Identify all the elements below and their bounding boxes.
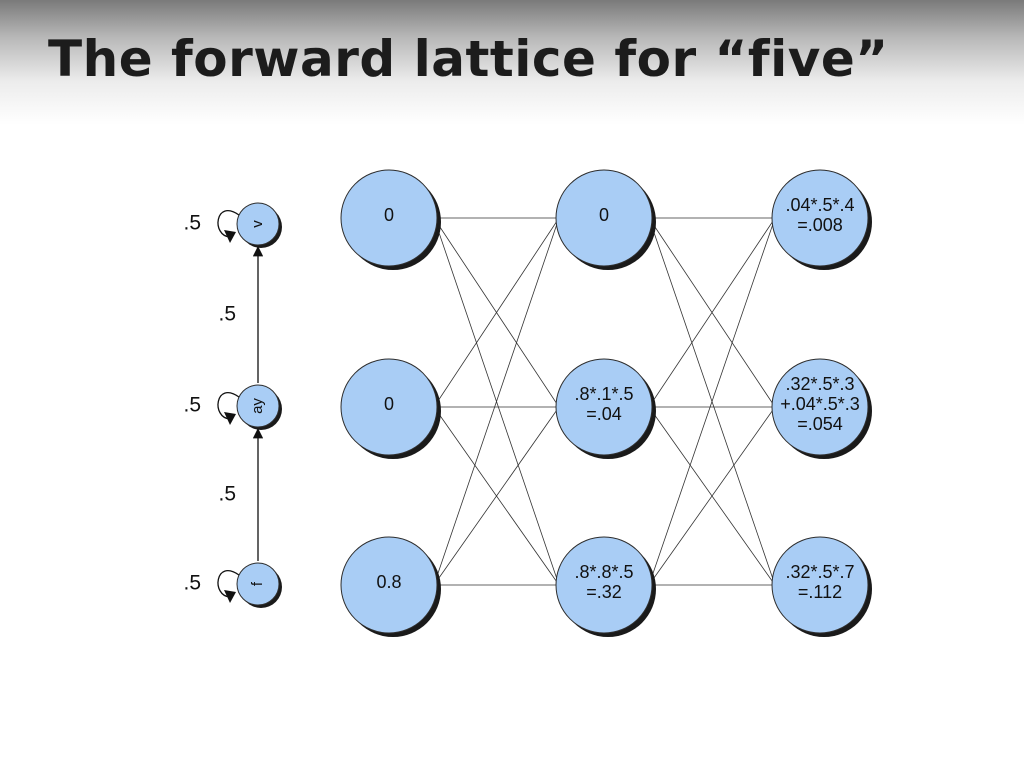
state-circle bbox=[236, 202, 280, 246]
self-loop-arc bbox=[217, 570, 240, 598]
lattice-nodes: 000.80.8*.1*.5=.04.8*.8*.5=.32.04*.5*.4=… bbox=[340, 169, 872, 637]
lattice-node: 0 bbox=[555, 169, 656, 270]
title-bar bbox=[0, 0, 1024, 125]
node-value-text: +.04*.5*.3 bbox=[780, 394, 860, 414]
hmm-state-v: .5 v bbox=[183, 202, 282, 248]
node-value-text: .8*.1*.5 bbox=[574, 384, 633, 404]
transition-arrow: .5 bbox=[218, 245, 264, 383]
node-value-text: =.32 bbox=[586, 582, 622, 602]
lattice-edge bbox=[433, 217, 560, 408]
node-circle bbox=[340, 536, 438, 634]
lattice-node: .8*.1*.5=.04 bbox=[555, 358, 656, 459]
node-value-text: 0 bbox=[599, 205, 609, 225]
lattice-node: .32*.5*.7=.112 bbox=[771, 536, 872, 637]
transition-prob-label: .5 bbox=[218, 483, 236, 506]
self-loop-arrowhead bbox=[224, 230, 236, 243]
self-loop-prob-label: .5 bbox=[183, 394, 201, 417]
lattice-node: .04*.5*.4=.008 bbox=[771, 169, 872, 270]
node-value-text: =.04 bbox=[586, 404, 622, 424]
node-circle bbox=[340, 358, 438, 456]
state-label: ay bbox=[249, 398, 266, 414]
lattice-node: .32*.5*.3+.04*.5*.3=.054 bbox=[771, 358, 872, 459]
node-value-text: =.008 bbox=[797, 215, 843, 235]
state-circle bbox=[236, 562, 280, 606]
lattice-node: 0 bbox=[340, 169, 441, 270]
lattice-edge bbox=[433, 406, 560, 586]
lattice-node: 0 bbox=[340, 358, 441, 459]
node-circle bbox=[340, 169, 438, 267]
lattice-edge bbox=[648, 217, 776, 408]
state-label: v bbox=[249, 220, 266, 228]
lattice-edge bbox=[648, 406, 776, 586]
transition-prob-label: .5 bbox=[218, 303, 236, 326]
node-circle bbox=[771, 358, 869, 456]
node-circle bbox=[555, 169, 653, 267]
node-value-text: 0.8 bbox=[376, 572, 401, 592]
lattice-edges bbox=[433, 217, 776, 586]
lattice-node: 0.8 bbox=[340, 536, 441, 637]
page-title: The forward lattice for “five” bbox=[48, 30, 889, 88]
node-value-text: =.112 bbox=[798, 582, 842, 602]
state-label: f bbox=[249, 581, 266, 586]
state-circle bbox=[236, 384, 280, 428]
hmm-state-ay: .5 ay bbox=[183, 384, 282, 430]
hmm-state-f: .5 f bbox=[183, 562, 282, 608]
node-value-text: 0 bbox=[384, 205, 394, 225]
node-circle bbox=[555, 536, 653, 634]
hmm-state-diagram: .5 .5 .5 v .5 ay .5 f bbox=[183, 202, 282, 608]
transition-arrow: .5 bbox=[218, 427, 264, 561]
node-value-text: 0 bbox=[384, 394, 394, 414]
self-loop-arrowhead bbox=[224, 590, 236, 603]
self-loop-arrowhead bbox=[224, 412, 236, 425]
node-value-text: .32*.5*.3 bbox=[785, 374, 854, 394]
node-value-text: =.054 bbox=[797, 414, 843, 434]
self-loop-prob-label: .5 bbox=[183, 572, 201, 595]
node-value-text: .32*.5*.7 bbox=[785, 562, 854, 582]
node-value-text: .8*.8*.5 bbox=[574, 562, 633, 582]
lattice-node: .8*.8*.5=.32 bbox=[555, 536, 656, 637]
self-loop-arc bbox=[217, 392, 240, 420]
self-loop-prob-label: .5 bbox=[183, 212, 201, 235]
node-value-text: .04*.5*.4 bbox=[785, 195, 854, 215]
lattice-edge bbox=[648, 217, 776, 586]
self-loop-arc bbox=[217, 210, 240, 238]
lattice-edge bbox=[433, 217, 560, 586]
node-circle bbox=[555, 358, 653, 456]
node-circle bbox=[771, 169, 869, 267]
node-circle bbox=[771, 536, 869, 634]
